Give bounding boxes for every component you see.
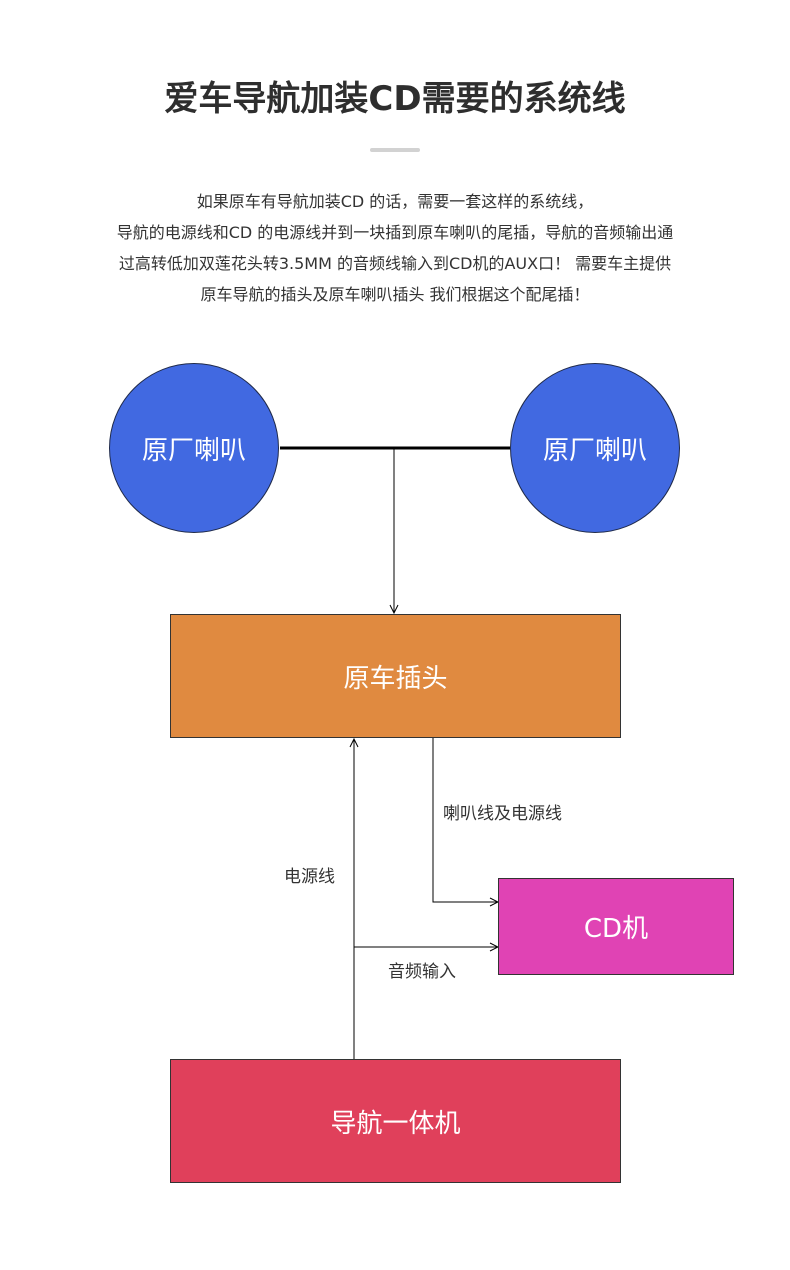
speaker-left-node: 原厂喇叭 <box>109 363 279 533</box>
car-plug-node: 原车插头 <box>170 614 621 738</box>
cd-player-node: CD机 <box>498 878 734 975</box>
cd-player-label: CD机 <box>583 914 649 944</box>
speaker-right-label: 原厂喇叭 <box>542 435 647 466</box>
intro-line-2: 导航的电源线和CD 的电源线并到一块插到原车喇叭的尾插，导航的音频输出通 <box>116 223 674 242</box>
speaker-right-node: 原厂喇叭 <box>510 363 680 533</box>
title-divider <box>370 148 420 152</box>
plug-to-cd-line <box>432 738 498 902</box>
speaker-left-label: 原厂喇叭 <box>141 435 246 466</box>
edge-label-speaker-power: 喇叭线及电源线 <box>443 804 562 824</box>
intro-text: 如果原车有导航加装CD 的话，需要一套这样的系统线， 导航的电源线和CD 的电源… <box>0 186 790 310</box>
edge-label-power: 电源线 <box>284 867 335 887</box>
navigation-unit-node: 导航一体机 <box>170 1059 621 1183</box>
intro-line-4: 原车导航的插头及原车喇叭插头 我们根据这个配尾插！ <box>200 285 590 304</box>
car-plug-label: 原车插头 <box>343 663 448 694</box>
intro-line-3: 过高转低加双莲花头转3.5MM 的音频线输入到CD机的AUX口！ 需要车主提供 <box>118 254 672 273</box>
edge-label-audio-input: 音频输入 <box>388 962 456 982</box>
page-title: 爱车导航加装CD需要的系统线 <box>164 79 626 119</box>
intro-line-1: 如果原车有导航加装CD 的话，需要一套这样的系统线， <box>196 192 594 211</box>
navigation-unit-label: 导航一体机 <box>330 1108 461 1139</box>
